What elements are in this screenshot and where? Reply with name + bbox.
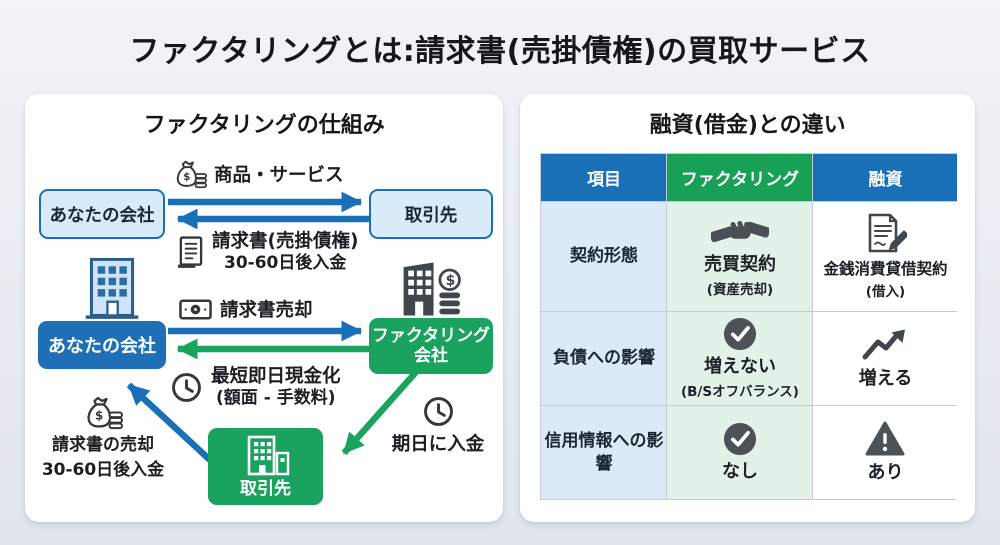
due-payment-text: 期日に入金 <box>391 434 485 455</box>
row-debt-factoring: 増えない (B/Sオフバランス) <box>667 312 814 406</box>
handshake-icon <box>710 221 769 243</box>
row-credit-label: 信用情報への影響 <box>541 406 668 499</box>
invoice-sub-text: 30-60日後入金 <box>224 253 347 274</box>
debt-factoring-text: 増えない <box>703 356 776 378</box>
contract-loan-sub: (借入) <box>865 284 906 301</box>
header-loan: 融資 <box>813 154 958 202</box>
money-bag-icon: $ <box>87 396 123 430</box>
invoice-sold-text: 請求書の売却 <box>52 435 154 455</box>
due-payment-label: 期日に入金 <box>377 396 499 457</box>
money-bag-icon: $ <box>176 160 207 189</box>
your-company-mid-box: あなたの会社 <box>38 321 166 369</box>
contract-loan-text: 金銭消費貸借契約 <box>823 259 948 278</box>
factoring-company-line1: ファクタリング <box>371 325 491 346</box>
row-contract-factoring: 売買契約 (資産売却) <box>667 202 814 312</box>
loan-comparison-panel: 融資(借金)との違い 項目 ファクタリング 融資 契約形態 <box>520 94 975 522</box>
header-factoring: ファクタリング <box>667 154 814 202</box>
contract-pencil-icon <box>869 213 908 253</box>
warning-triangle-icon <box>865 421 905 456</box>
invoice-text: 請求書(売掛債権) <box>212 231 359 252</box>
your-company-mid-label: あなたの会社 <box>48 336 156 357</box>
debt-loan-text: 増える <box>858 368 913 390</box>
client-top-label: 取引先 <box>404 205 458 226</box>
factoring-mechanism-panel: ファクタリングの仕組み あなたの会社 取引先 <box>25 94 504 522</box>
row-credit-factoring: なし <box>667 406 814 499</box>
instant-cash-text: 最短即日現金化 <box>211 366 341 387</box>
clock-icon <box>423 397 453 426</box>
check-circle-icon <box>723 423 757 456</box>
contract-factoring-text: 売買契約 <box>703 254 776 276</box>
row-contract-label: 契約形態 <box>541 202 668 312</box>
invoice-sale-text: 請求書売却 <box>220 300 313 321</box>
svg-text:$: $ <box>446 273 456 289</box>
comparison-title: 融資(借金)との違い <box>649 113 846 138</box>
credit-loan-text: あり <box>867 462 904 484</box>
invoice-label: 請求書(売掛債権) 30-60日後入金 <box>177 230 358 274</box>
office-building-icon <box>85 257 139 319</box>
debt-factoring-sub: (B/Sオフバランス) <box>680 383 799 400</box>
svg-text:$: $ <box>183 172 190 183</box>
instant-cash-sub-text: (額面 - 手数料) <box>216 388 336 409</box>
client-bottom-box: 取引先 <box>208 428 323 505</box>
factoring-company-box: ファクタリング 会社 <box>369 318 493 374</box>
invoice-document-icon <box>177 236 203 268</box>
content-panels: ファクタリングの仕組み あなたの会社 取引先 <box>0 94 1000 522</box>
svg-text:$: $ <box>95 409 103 423</box>
trend-up-icon <box>862 329 906 360</box>
factoring-company-line2: 会社 <box>414 346 448 366</box>
row-debt-loan: 増える <box>813 312 958 406</box>
factoring-building-coins-icon: $ <box>403 262 461 316</box>
clock-icon <box>172 372 201 402</box>
diagram-title: ファクタリングの仕組み <box>143 113 385 138</box>
goods-service-label: $ 商品・サービス <box>173 158 344 190</box>
client-top-box: 取引先 <box>369 189 493 239</box>
row-credit-loan: あり <box>813 406 958 499</box>
banknote-icon <box>179 299 212 319</box>
your-company-top-box: あなたの会社 <box>39 189 165 239</box>
invoice-sale-label: 請求書売却 <box>179 296 313 322</box>
credit-factoring-text: なし <box>721 461 758 483</box>
row-contract-loan: 金銭消費貸借契約 (借入) <box>813 202 958 312</box>
your-company-top-label: あなたの会社 <box>49 205 155 226</box>
check-circle-icon <box>723 318 757 351</box>
contract-factoring-sub: (資産売却) <box>706 281 774 298</box>
header-item: 項目 <box>541 154 668 202</box>
client-bottom-label: 取引先 <box>240 478 291 499</box>
row-debt-label: 負債への影響 <box>541 312 668 406</box>
instant-cash-label: 最短即日現金化 (額面 - 手数料) <box>171 365 341 409</box>
invoice-sold-sub-text: 30-60日後入金 <box>41 460 165 481</box>
invoice-sold-label: $ 請求書の売却 30-60日後入金 <box>27 394 179 481</box>
goods-service-text: 商品・サービス <box>214 165 344 186</box>
comparison-table: 項目 ファクタリング 融資 契約形態 売買契約 (資産売却) <box>540 153 958 500</box>
page-title: ファクタリングとは:請求書(売掛債権)の買取サービス <box>129 34 871 69</box>
client-building-icon <box>247 435 289 476</box>
